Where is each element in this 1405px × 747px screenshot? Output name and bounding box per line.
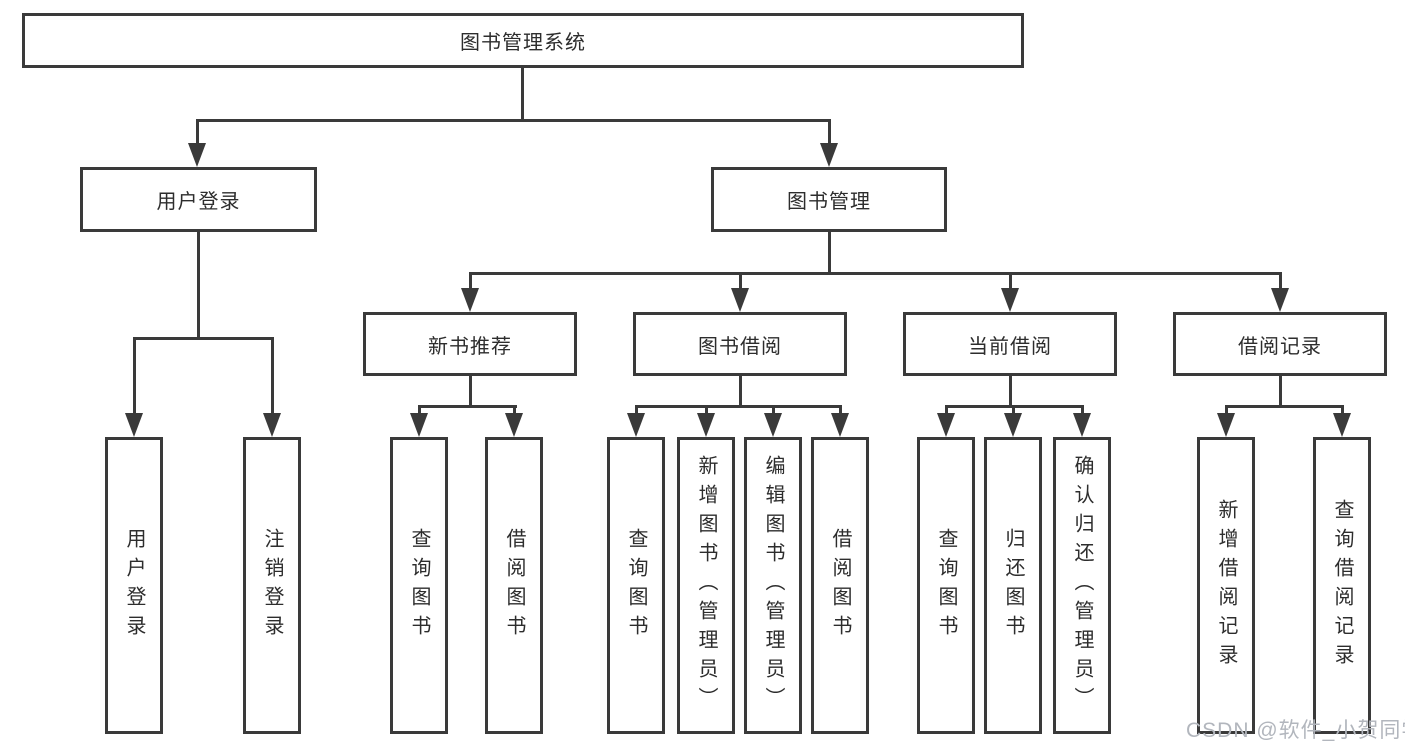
arrowhead-down-icon	[461, 288, 479, 312]
node-label: 新书推荐	[428, 335, 512, 358]
leaf-label: 编辑图书（管理员）	[762, 455, 784, 716]
arrowhead-down-icon	[1001, 288, 1019, 312]
connector	[828, 232, 831, 275]
arrowhead-down-icon	[505, 413, 523, 437]
arrowhead-down-icon	[1217, 413, 1235, 437]
arrowhead-down-icon	[831, 413, 849, 437]
leaf-label: 归还图书	[1002, 527, 1024, 644]
leaf-user-login: 用户登录	[105, 437, 163, 734]
connector	[469, 272, 472, 289]
connector	[739, 376, 742, 408]
connector	[521, 68, 524, 122]
leaf-label: 查询图书	[408, 527, 430, 644]
leaf-newbook-query-books: 查询图书	[390, 437, 448, 734]
connector	[739, 272, 742, 289]
leaf-borrow-query-books: 查询图书	[607, 437, 665, 734]
arrowhead-down-icon	[1073, 413, 1091, 437]
connector	[1009, 272, 1012, 289]
arrowhead-down-icon	[1271, 288, 1289, 312]
watermark: CSDN @软件_小贺同学	[1186, 719, 1405, 742]
arrowhead-down-icon	[731, 288, 749, 312]
arrowhead-down-icon	[937, 413, 955, 437]
leaf-borrow-borrow-books: 借阅图书	[811, 437, 869, 734]
leaf-label: 查询图书	[935, 527, 957, 644]
connector	[1081, 405, 1084, 416]
connector	[271, 337, 274, 416]
connector	[945, 405, 948, 416]
leaf-current-return-books: 归还图书	[984, 437, 1042, 734]
arrowhead-down-icon	[1004, 413, 1022, 437]
node-borrow-records: 借阅记录	[1173, 312, 1387, 376]
node-label: 借阅记录	[1238, 335, 1322, 358]
arrowhead-down-icon	[1333, 413, 1351, 437]
node-root-library-system: 图书管理系统	[22, 13, 1024, 68]
connector	[1225, 405, 1344, 408]
connector	[839, 405, 842, 416]
connector	[1012, 405, 1015, 416]
node-label: 图书借阅	[698, 335, 782, 358]
node-label: 用户登录	[156, 191, 241, 213]
connector	[418, 405, 421, 416]
connector	[197, 232, 200, 340]
leaf-label: 注销登录	[261, 527, 283, 644]
leaf-borrow-add-books-admin: 新增图书（管理员）	[677, 437, 735, 734]
leaf-current-query-books: 查询图书	[917, 437, 975, 734]
arrowhead-down-icon	[125, 413, 143, 437]
connector	[828, 119, 831, 146]
connector	[133, 337, 136, 416]
node-book-management: 图书管理	[711, 167, 947, 232]
leaf-label: 查询图书	[625, 527, 647, 644]
leaf-current-confirm-return-admin: 确认归还（管理员）	[1053, 437, 1111, 734]
leaf-newbook-borrow-books: 借阅图书	[485, 437, 543, 734]
arrowhead-down-icon	[410, 413, 428, 437]
connector	[513, 405, 516, 416]
leaf-records-query-record: 查询借阅记录	[1313, 437, 1371, 734]
node-label: 当前借阅	[968, 335, 1052, 358]
node-current-borrow: 当前借阅	[903, 312, 1117, 376]
connector	[1279, 376, 1282, 408]
leaf-borrow-edit-books-admin: 编辑图书（管理员）	[744, 437, 802, 734]
connector	[1225, 405, 1228, 416]
arrowhead-down-icon	[263, 413, 281, 437]
arrowhead-down-icon	[188, 143, 206, 167]
connector	[635, 405, 638, 416]
node-book-borrow: 图书借阅	[633, 312, 847, 376]
connector	[705, 405, 708, 416]
connector	[772, 405, 775, 416]
leaf-label: 新增借阅记录	[1215, 498, 1237, 673]
arrowhead-down-icon	[697, 413, 715, 437]
node-label: 图书管理	[787, 191, 871, 213]
connector	[418, 405, 517, 408]
node-user-login: 用户登录	[80, 167, 317, 232]
connector	[196, 119, 199, 146]
leaf-label: 查询借阅记录	[1331, 498, 1353, 673]
connector	[469, 376, 472, 408]
connector	[1341, 405, 1344, 416]
connector	[1279, 272, 1282, 289]
leaf-label: 借阅图书	[829, 527, 851, 644]
connector	[1009, 376, 1012, 408]
node-label: 图书管理系统	[460, 32, 586, 54]
leaf-label: 用户登录	[123, 527, 145, 644]
connector	[196, 119, 831, 122]
leaf-logout: 注销登录	[243, 437, 301, 734]
arrowhead-down-icon	[627, 413, 645, 437]
leaf-label: 借阅图书	[503, 527, 525, 644]
node-new-book-recommend: 新书推荐	[363, 312, 577, 376]
leaf-label: 新增图书（管理员）	[695, 455, 717, 716]
leaf-records-add-record: 新增借阅记录	[1197, 437, 1255, 734]
connector	[133, 337, 274, 340]
connector	[635, 405, 842, 408]
arrowhead-down-icon	[764, 413, 782, 437]
arrowhead-down-icon	[820, 143, 838, 167]
connector	[469, 272, 1282, 275]
leaf-label: 确认归还（管理员）	[1071, 455, 1093, 716]
